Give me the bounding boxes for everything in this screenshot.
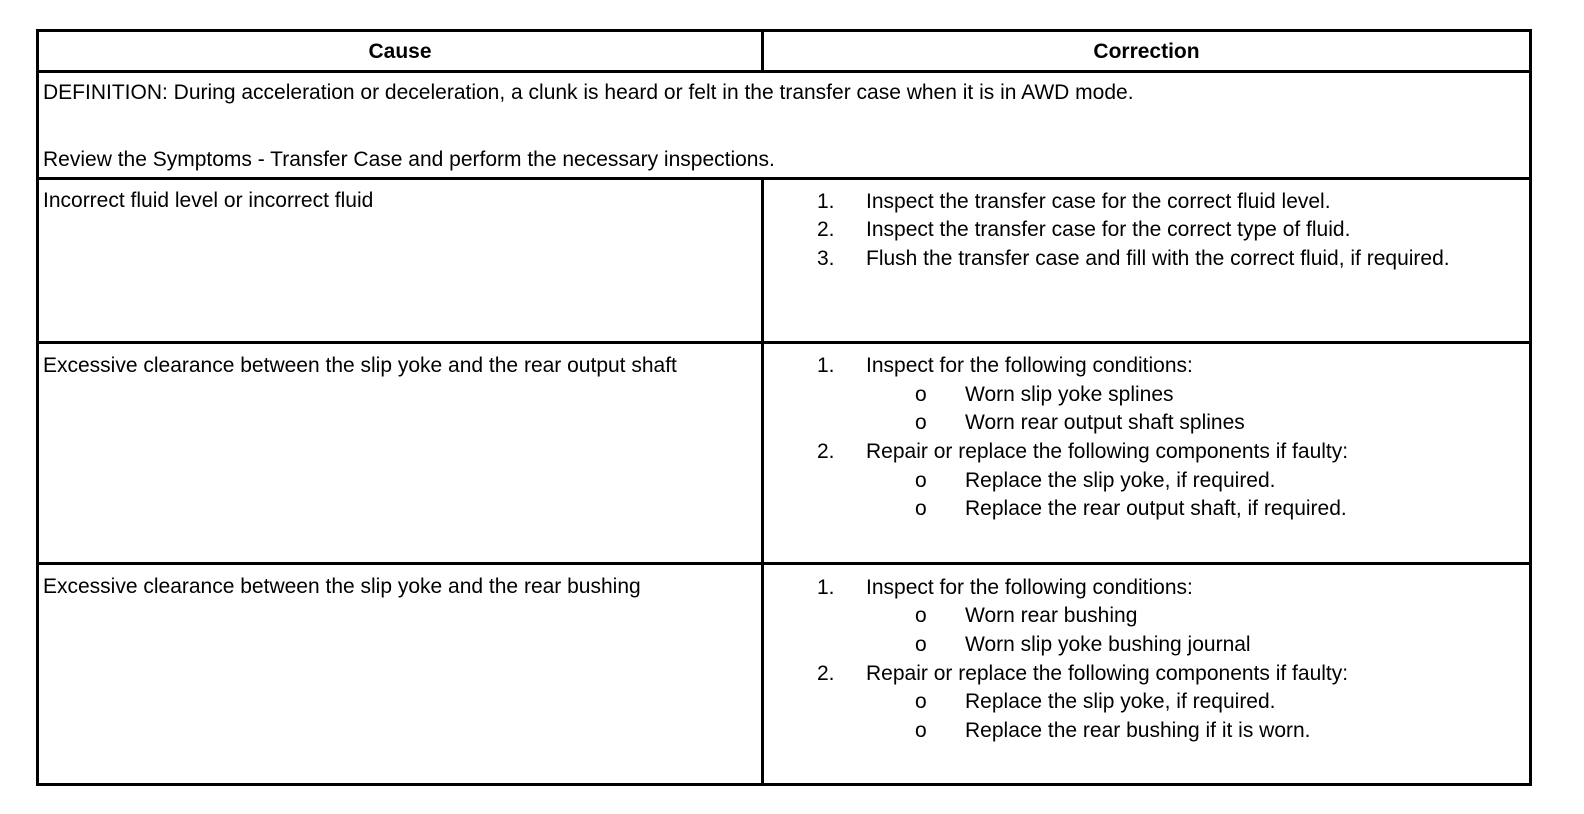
step-text: Inspect the transfer case for the correc… xyxy=(866,190,1331,213)
step-text: Repair or replace the following componen… xyxy=(866,440,1349,463)
step-number: 2. xyxy=(817,218,835,241)
cause-cell: Incorrect fluid level or incorrect fluid xyxy=(43,189,374,212)
column-divider xyxy=(761,32,764,73)
bullet-marker: o xyxy=(915,469,927,492)
step-number: 2. xyxy=(817,440,835,463)
cause-cell: Excessive clearance between the slip yok… xyxy=(43,354,677,377)
column-divider xyxy=(761,177,764,786)
step-text: Repair or replace the following componen… xyxy=(866,662,1349,685)
bullet-text: Worn slip yoke splines xyxy=(965,383,1174,406)
diagnosis-table: Cause Correction DEFINITION: During acce… xyxy=(36,29,1532,786)
bullet-marker: o xyxy=(915,604,927,627)
bullet-text: Replace the slip yoke, if required. xyxy=(965,469,1276,492)
bullet-marker: o xyxy=(915,719,927,742)
header-cause: Cause xyxy=(368,40,432,63)
step-text: Inspect for the following conditions: xyxy=(866,354,1193,377)
step-text: Inspect for the following conditions: xyxy=(866,576,1193,599)
step-text: Flush the transfer case and fill with th… xyxy=(866,247,1450,270)
bullet-marker: o xyxy=(915,411,927,434)
step-number: 1. xyxy=(817,190,835,213)
step-text: Inspect the transfer case for the correc… xyxy=(866,218,1351,241)
bullet-text: Replace the rear bushing if it is worn. xyxy=(965,719,1311,742)
definition-text: DEFINITION: During acceleration or decel… xyxy=(43,81,1134,104)
bullet-marker: o xyxy=(915,690,927,713)
bullet-text: Replace the rear output shaft, if requir… xyxy=(965,497,1347,520)
divider xyxy=(39,341,1529,344)
divider xyxy=(39,562,1529,565)
cause-cell: Excessive clearance between the slip yok… xyxy=(43,575,641,598)
step-number: 1. xyxy=(817,354,835,377)
bullet-text: Worn slip yoke bushing journal xyxy=(965,633,1251,656)
divider xyxy=(39,177,1529,180)
bullet-text: Worn rear bushing xyxy=(965,604,1138,627)
step-number: 1. xyxy=(817,576,835,599)
bullet-text: Replace the slip yoke, if required. xyxy=(965,690,1276,713)
header-correction: Correction xyxy=(1093,40,1200,63)
step-number: 2. xyxy=(817,662,835,685)
bullet-marker: o xyxy=(915,497,927,520)
bullet-marker: o xyxy=(915,633,927,656)
divider xyxy=(39,70,1529,73)
bullet-text: Worn rear output shaft splines xyxy=(965,411,1245,434)
bullet-marker: o xyxy=(915,383,927,406)
review-text: Review the Symptoms - Transfer Case and … xyxy=(43,148,775,171)
step-number: 3. xyxy=(817,247,835,270)
